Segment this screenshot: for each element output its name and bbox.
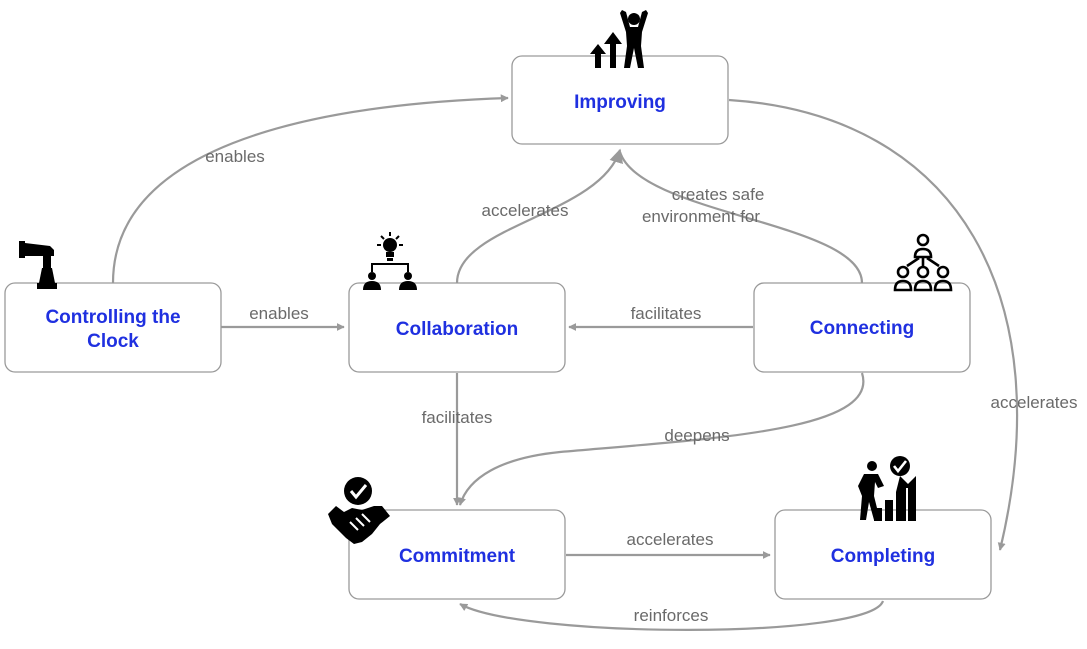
edge-commitment-completing: accelerates (566, 530, 771, 559)
edge-connecting-improving: creates safe environment for (618, 151, 864, 284)
edge-controlling-collaboration: enables (221, 304, 345, 331)
edge-label-enables-2: enables (249, 304, 309, 323)
node-commitment[interactable]: Commitment (348, 509, 566, 600)
growth-person-icon (590, 10, 648, 68)
edge-collaboration-commitment: facilitates (422, 373, 493, 506)
edge-label-accelerates-1: accelerates (482, 201, 569, 220)
edge-connecting-collaboration: facilitates (568, 304, 753, 331)
edge-completing-commitment: reinforces (459, 600, 885, 631)
edge-label-facilitates-1: facilitates (631, 304, 702, 323)
node-label-commitment: Commitment (399, 546, 516, 567)
node-improving[interactable]: Improving (511, 55, 729, 145)
node-controlling-the-clock[interactable]: Controlling the Clock (4, 282, 222, 373)
node-completing[interactable]: Completing (774, 509, 992, 600)
handshake-check-icon (328, 477, 390, 544)
node-connecting[interactable]: Connecting (753, 282, 971, 373)
edge-label-reinforces: reinforces (634, 606, 709, 625)
node-label-collaboration: Collaboration (396, 319, 518, 340)
robot-arm-icon (19, 241, 57, 289)
edge-connecting-commitment: deepens (458, 372, 865, 506)
idea-team-icon (363, 232, 417, 290)
edge-label-facilitates-2: facilitates (422, 408, 493, 427)
node-label-improving: Improving (574, 92, 666, 113)
edge-label-creates-safe: creates safe (672, 185, 765, 204)
network-people-icon (893, 233, 953, 292)
edge-label-environment-for: environment for (642, 207, 760, 226)
node-label-controlling-line1: Controlling the (45, 307, 180, 328)
edge-label-deepens: deepens (664, 426, 729, 445)
climbing-success-icon (858, 456, 916, 521)
edge-controlling-improving: enables (111, 94, 509, 284)
node-label-connecting: Connecting (810, 318, 915, 339)
edge-label-enables-1: enables (205, 147, 265, 166)
node-collaboration[interactable]: Collaboration (348, 282, 566, 373)
edge-collaboration-improving: accelerates (455, 148, 623, 284)
node-label-completing: Completing (831, 546, 936, 567)
edge-improving-completing: accelerates (728, 98, 1078, 551)
edge-label-accelerates-2: accelerates (991, 393, 1078, 412)
node-label-controlling-line2: Clock (87, 331, 139, 352)
edge-label-accelerates-3: accelerates (627, 530, 714, 549)
